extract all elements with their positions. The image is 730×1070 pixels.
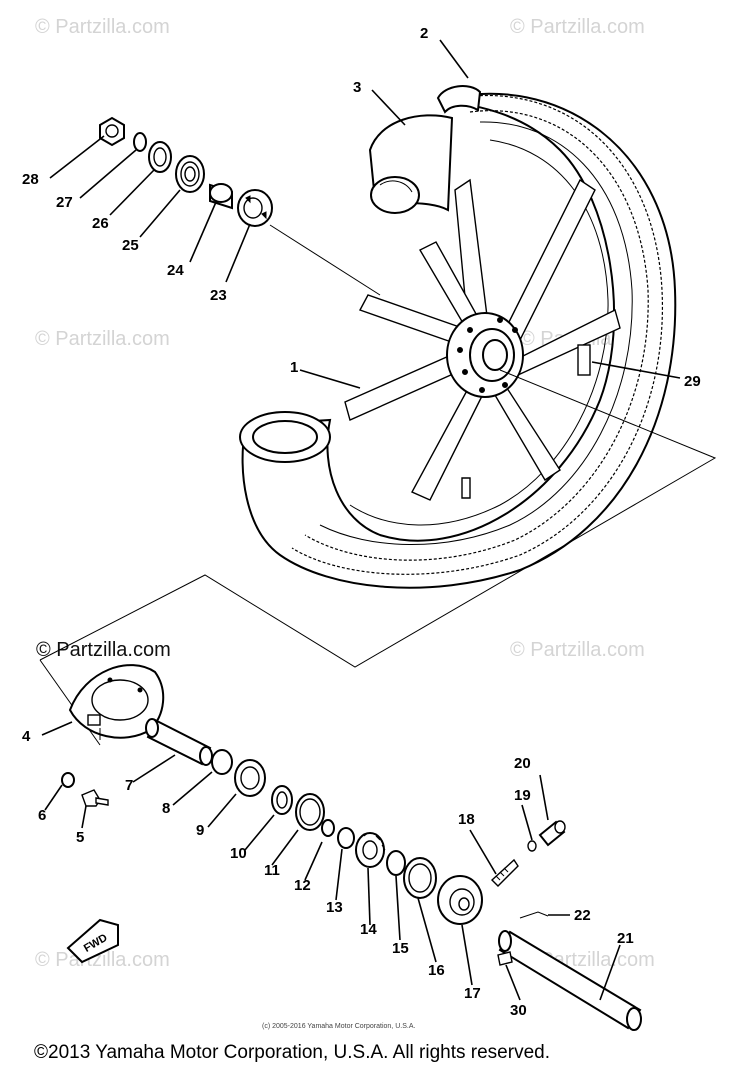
callout-6: 6	[38, 807, 46, 824]
axis-box	[39, 369, 717, 668]
callout-1: 1	[290, 359, 298, 376]
callout-16: 16	[428, 962, 445, 979]
callout-2: 2	[420, 25, 428, 42]
axis-line	[269, 224, 381, 296]
small-copyright: (c) 2005-2016 Yamaha Motor Corporation, …	[262, 1023, 415, 1030]
callout-24: 24	[167, 262, 184, 279]
watermark: © Partzilla.com	[35, 16, 170, 38]
watermark: © Partzilla.com	[510, 639, 645, 661]
hub-bolts	[457, 317, 518, 393]
callout-7: 7	[125, 777, 133, 794]
callout-4: 4	[22, 728, 31, 745]
callout-28: 28	[22, 171, 39, 188]
callout-17: 17	[464, 985, 481, 1002]
brake-and-axle-parts	[61, 664, 642, 1031]
callout-5: 5	[76, 829, 84, 846]
callout-18: 18	[458, 811, 475, 828]
callout-9: 9	[196, 822, 204, 839]
callout-numbers: 2 3 1 29 28 27 26 25 24 23 4 6 5 7 8 9 1…	[22, 25, 701, 1019]
watermark: © Partzilla.com	[510, 16, 645, 38]
left-side-parts	[99, 116, 273, 227]
callout-3: 3	[353, 79, 361, 96]
fwd-badge: FWD	[66, 918, 119, 964]
callout-22: 22	[574, 907, 591, 924]
callout-15: 15	[392, 940, 409, 957]
callout-11: 11	[264, 862, 280, 879]
callout-20: 20	[514, 755, 531, 772]
callout-13: 13	[326, 899, 343, 916]
callout-8: 8	[162, 800, 170, 817]
callout-10: 10	[230, 845, 247, 862]
callout-12: 12	[294, 877, 311, 894]
callout-21: 21	[617, 930, 634, 947]
callout-19: 19	[514, 787, 531, 804]
callout-14: 14	[360, 921, 377, 938]
callout-30: 30	[510, 1002, 527, 1019]
watermark: © Partzilla.com	[36, 639, 171, 661]
watermark: © Partzilla.com	[35, 328, 170, 350]
balance-weight-part-29	[577, 344, 591, 376]
tire-section-part-3	[368, 114, 454, 214]
watermark: © Partzilla.com	[35, 949, 170, 971]
wheel-assembly	[239, 85, 677, 589]
valve-stem	[461, 477, 471, 499]
callout-25: 25	[122, 237, 139, 254]
leader-lines	[41, 39, 681, 1001]
callout-26: 26	[92, 215, 109, 232]
copyright-notice: ©2013 Yamaha Motor Corporation, U.S.A. A…	[34, 1042, 550, 1063]
callout-23: 23	[210, 287, 227, 304]
callout-27: 27	[56, 194, 73, 211]
callout-29: 29	[684, 373, 701, 390]
wheel-spokes	[344, 178, 621, 501]
